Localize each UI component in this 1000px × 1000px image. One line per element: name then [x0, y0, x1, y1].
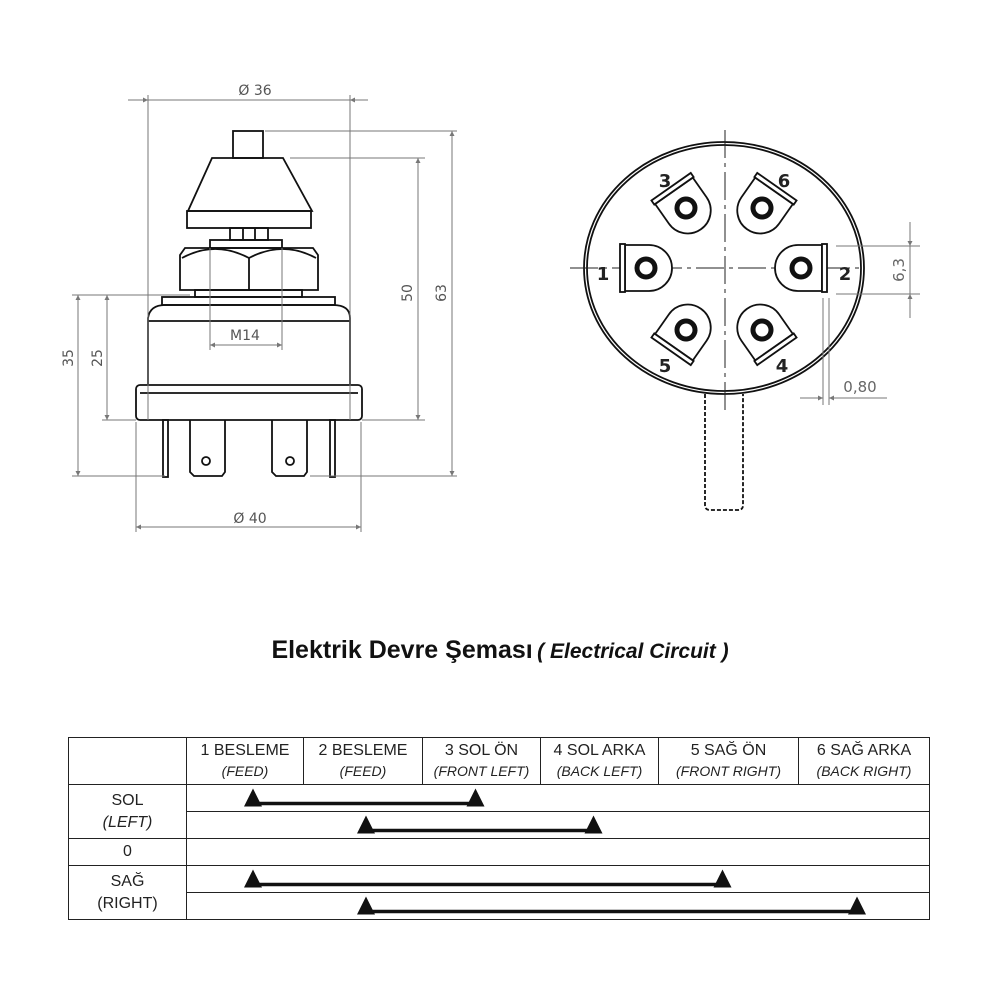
dim-diameter-40: Ø 40 — [233, 511, 266, 527]
header-row: 1 BESLEME(FEED) 2 BESLEME(FEED) 3 SOL ÖN… — [68, 737, 930, 785]
connection-cell — [186, 892, 930, 920]
column-header: 2 BESLEME(FEED) — [303, 737, 423, 785]
dim-thread-m14: M14 — [230, 328, 260, 344]
terminal-6-icon — [736, 171, 798, 235]
connection-cell — [186, 811, 930, 839]
dim-height-50: 50 — [400, 284, 416, 302]
table-row: SAĞ(RIGHT) — [68, 865, 930, 920]
position-left: SOL(LEFT) — [68, 784, 187, 839]
terminal-5-icon — [650, 303, 712, 367]
column-header: 3 SOL ÖN(FRONT LEFT) — [422, 737, 541, 785]
terminal-label-1: 1 — [597, 264, 610, 285]
terminal-label-5: 5 — [659, 356, 672, 377]
column-header: 5 SAĞ ÖN(FRONT RIGHT) — [658, 737, 799, 785]
table-row — [69, 892, 930, 920]
terminal-3-icon — [650, 171, 712, 235]
terminal-4-icon — [736, 303, 798, 367]
side-view-dimensions — [72, 95, 457, 532]
terminal-2-icon — [774, 243, 828, 293]
bottom-view-dimensions — [800, 222, 920, 405]
bottom-view — [570, 130, 865, 511]
terminal-label-6: 6 — [778, 171, 791, 192]
connection-cell — [186, 784, 930, 812]
dim-height-35: 35 — [61, 349, 77, 367]
page-title: Elektrik Devre Şeması ( Electrical Circu… — [0, 636, 1000, 665]
side-view — [135, 130, 363, 478]
position-right: SAĞ(RIGHT) — [68, 865, 187, 920]
connection-cell — [186, 865, 930, 893]
terminal-label-3: 3 — [659, 171, 672, 192]
column-header: 1 BESLEME(FEED) — [186, 737, 304, 785]
dim-diameter-36: Ø 36 — [238, 83, 271, 99]
corner-cell — [68, 737, 187, 785]
technical-drawings: Ø 36 M14 Ø 40 35 25 50 63 1 2 3 4 5 6 6,… — [61, 83, 920, 532]
table-row: SOL(LEFT) — [68, 784, 930, 839]
title-turkish: Elektrik Devre Şeması — [271, 636, 533, 664]
dim-height-63: 63 — [434, 284, 450, 302]
terminal-label-2: 2 — [839, 264, 852, 285]
column-header: 4 SOL ARKA(BACK LEFT) — [540, 737, 659, 785]
title-english: ( Electrical Circuit ) — [537, 640, 729, 663]
connection-cell — [186, 838, 930, 866]
dim-tab-width: 6,3 — [890, 258, 908, 282]
column-header: 6 SAĞ ARKA(BACK RIGHT) — [798, 737, 930, 785]
dim-height-25: 25 — [90, 349, 106, 367]
terminal-label-4: 4 — [776, 356, 789, 377]
position-off: 0 — [68, 838, 187, 866]
table-row: 0 — [68, 838, 930, 866]
terminal-1-icon — [619, 243, 673, 293]
circuit-table: 1 BESLEME(FEED) 2 BESLEME(FEED) 3 SOL ÖN… — [68, 737, 930, 920]
table-row — [69, 811, 930, 839]
dim-tab-thickness: 0,80 — [843, 378, 876, 396]
